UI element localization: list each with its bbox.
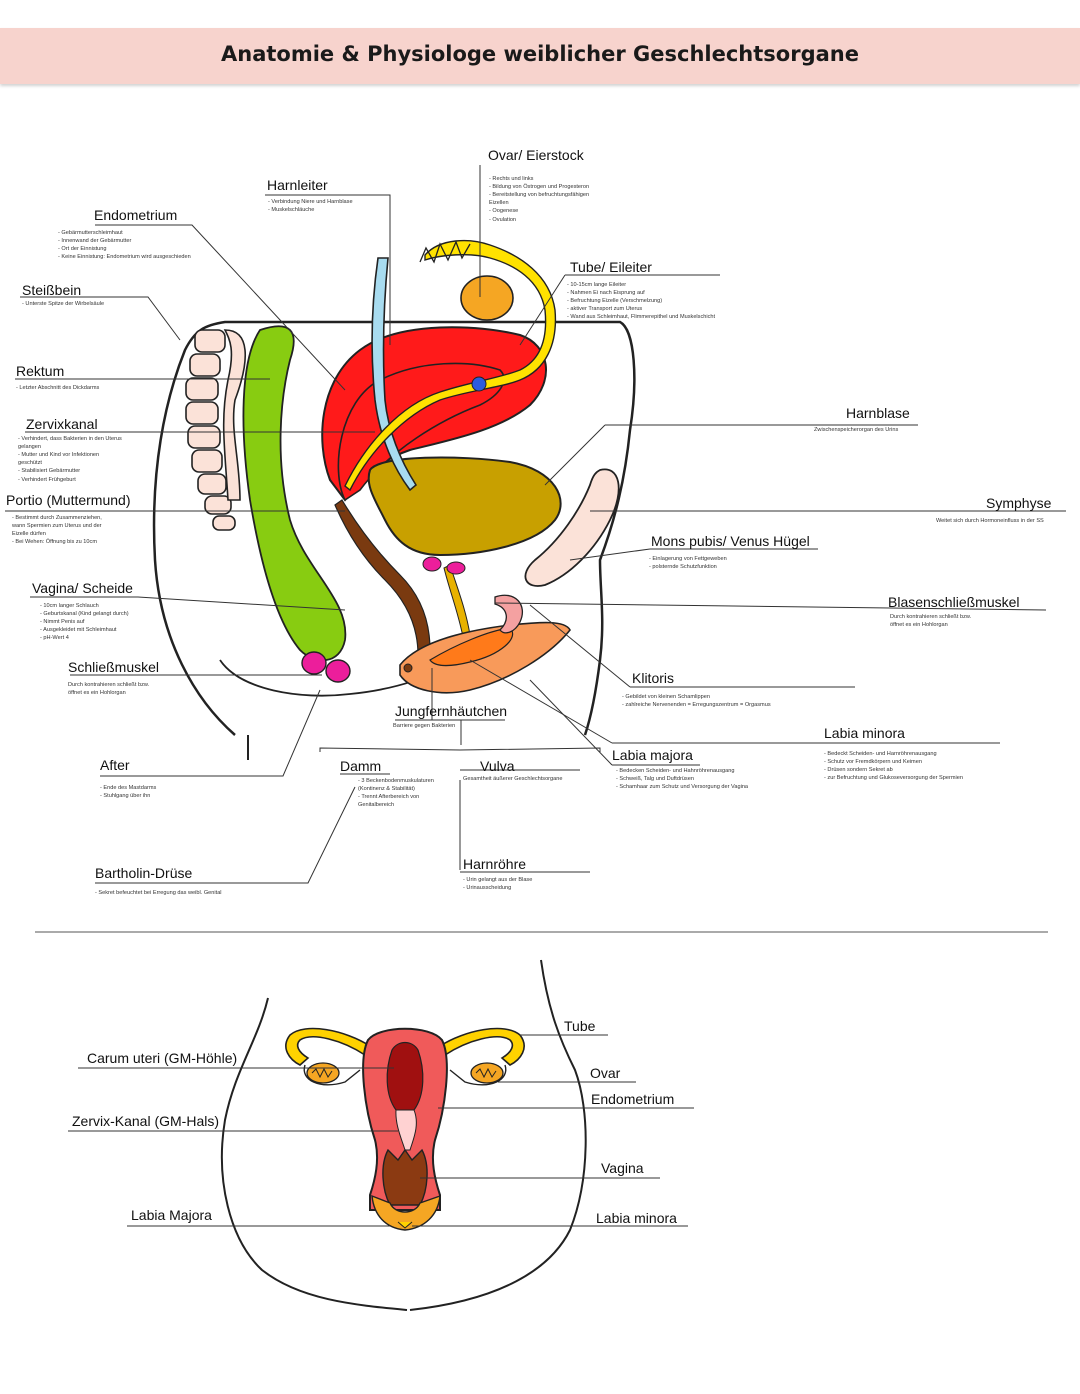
notes-labia-majora: - Bedecken Scheiden- und Hahnröhrenausga… bbox=[616, 768, 749, 791]
uterus-cavity bbox=[386, 1041, 424, 1117]
left-ovary bbox=[306, 1062, 340, 1084]
notes-labia-minora: - Bedeckt Scheiden- und Harnröhrenausgan… bbox=[824, 751, 963, 782]
notes-klitoris: - Gebildet von kleinen Schamlippen- zahl… bbox=[622, 694, 771, 709]
label-harnroehre: Harnröhre bbox=[463, 856, 527, 872]
notes-harnblase: Zwischenspeicherorgan des Urins bbox=[814, 427, 899, 433]
label-rektum: Rektum bbox=[16, 363, 65, 379]
notes-symphyse: Weitet sich durch Hormoneinfluss in der … bbox=[936, 518, 1044, 524]
label-front-zervix-kanal: Zervix-Kanal (GM-Hals) bbox=[72, 1113, 220, 1129]
label-blasenschliessmuskel: Blasenschließmuskel bbox=[888, 594, 1020, 610]
label-front-ovar: Ovar bbox=[590, 1065, 621, 1081]
bladder-sphincter-a bbox=[422, 556, 442, 572]
left-tube-arm bbox=[303, 1064, 361, 1086]
notes-jungfernhaeutchen: Barriere gegen Bakterien bbox=[393, 723, 456, 729]
hip-outline-right bbox=[409, 959, 587, 1311]
label-harnleiter: Harnleiter bbox=[267, 177, 328, 193]
hip-outline-left bbox=[220, 997, 408, 1311]
notes-portio: - Bestimmt durch Zusammenziehen,wann Spe… bbox=[12, 515, 102, 546]
label-symphyse: Symphyse bbox=[986, 495, 1052, 511]
right-tube-arm bbox=[449, 1064, 507, 1086]
labia-minora-shape bbox=[429, 627, 514, 667]
label-front-tube: Tube bbox=[564, 1018, 596, 1034]
right-tube bbox=[438, 1027, 525, 1066]
label-labia-majora: Labia majora bbox=[612, 747, 693, 763]
notes-mons-pubis: - Einlagerung von Fettgeweben- polsternd… bbox=[649, 556, 727, 571]
rectum-shape bbox=[242, 325, 347, 662]
bladder-sphincter-b bbox=[446, 561, 466, 575]
left-tube bbox=[285, 1027, 372, 1066]
notes-endometrium: - Gebärmutterschleimhaut- Innenwand der … bbox=[58, 230, 191, 261]
label-front-carum-uteri: Carum uteri (GM-Höhle) bbox=[87, 1050, 238, 1066]
label-bartholin: Bartholin-Drüse bbox=[95, 865, 193, 881]
page-title: Anatomie & Physiologe weiblicher Geschle… bbox=[221, 42, 859, 66]
vaginal-opening bbox=[403, 663, 413, 673]
label-front-labia-minora: Labia minora bbox=[596, 1210, 677, 1226]
notes-vagina: - 10cm langer Schlauch- Geburtskanal (Ki… bbox=[40, 603, 129, 642]
leader-lines bbox=[5, 165, 1066, 884]
notes-schliessmuskel: Durch kontrahieren schließt bzw.öffnet e… bbox=[68, 682, 150, 697]
notes-ovar: - Rechts und links- Bildung von Östrogen… bbox=[489, 176, 590, 223]
anal-sphincter-b bbox=[325, 659, 351, 683]
label-schliessmuskel: Schließmuskel bbox=[68, 659, 160, 675]
ovary-shape bbox=[460, 275, 514, 321]
clitoris-shape bbox=[494, 594, 523, 634]
label-mons-pubis: Mons pubis/ Venus Hügel bbox=[651, 533, 810, 549]
label-after: After bbox=[100, 757, 130, 773]
notes-damm: - 3 Beckenbodenmuskulaturen(Kontinenz & … bbox=[358, 778, 434, 809]
label-vulva: Vulva bbox=[480, 758, 515, 774]
label-front-endometrium: Endometrium bbox=[591, 1091, 675, 1107]
notes-blasenschliessmuskel: Durch kontrahieren schließt bzw.öffnet e… bbox=[890, 614, 972, 629]
notes-after: - Ende des Mastdarms- Stuhlgang über ihn bbox=[100, 785, 157, 800]
front-leader-lines bbox=[68, 1034, 694, 1227]
notes-tube: - 10-15cm lange Eileiter- Nahmen Ei nach… bbox=[567, 282, 716, 321]
label-front-labia-majora: Labia Majora bbox=[131, 1207, 212, 1223]
symphysis-shape bbox=[524, 468, 620, 587]
notes-vulva: Gesamtheit äußerer Geschlechtsorgane bbox=[463, 776, 563, 782]
notes-bartholin: - Sekret befeuchtet bei Erregung das wei… bbox=[95, 890, 222, 896]
label-vagina: Vagina/ Scheide bbox=[32, 580, 133, 596]
label-zervixkanal: Zervixkanal bbox=[26, 416, 98, 432]
egg-cell bbox=[471, 376, 487, 392]
right-ovary bbox=[470, 1062, 504, 1084]
label-portio: Portio (Muttermund) bbox=[6, 492, 131, 508]
label-steissbein: Steißbein bbox=[22, 282, 82, 298]
label-front-vagina: Vagina bbox=[601, 1160, 644, 1176]
bladder-shape bbox=[367, 456, 562, 557]
label-tube: Tube/ Eileiter bbox=[570, 259, 652, 275]
label-labia-minora: Labia minora bbox=[824, 725, 905, 741]
notes-zervixkanal: - Verhindert, dass Bakterien in den Uter… bbox=[18, 436, 122, 483]
label-klitoris: Klitoris bbox=[632, 670, 675, 686]
cervix-canal bbox=[395, 1109, 417, 1151]
labia-majora-front bbox=[371, 1194, 441, 1231]
anal-sphincter-a bbox=[301, 651, 327, 675]
label-harnblase: Harnblase bbox=[846, 405, 910, 421]
labia-minora-front bbox=[397, 1221, 413, 1229]
notes-harnleiter: - Verbindung Niere und Harnblase- Muskel… bbox=[268, 199, 353, 214]
label-jungfernhaeutchen: Jungfernhäutchen bbox=[395, 703, 508, 719]
label-damm: Damm bbox=[340, 758, 382, 774]
body-outline bbox=[152, 320, 636, 736]
tube-shape bbox=[344, 239, 557, 492]
title-banner bbox=[0, 28, 1080, 84]
notes-steissbein: - Unterste Spitze der Wirbelsäule bbox=[22, 301, 105, 307]
notes-rektum: - Letzter Abschnitt des Dickdarms bbox=[16, 385, 100, 391]
label-ovar: Ovar/ Eierstock bbox=[488, 147, 584, 163]
notes-harnroehre: - Urin gelangt aus der Blase- Urinaussch… bbox=[463, 877, 533, 892]
fimbriae bbox=[419, 240, 471, 264]
label-endometrium: Endometrium bbox=[94, 207, 178, 223]
